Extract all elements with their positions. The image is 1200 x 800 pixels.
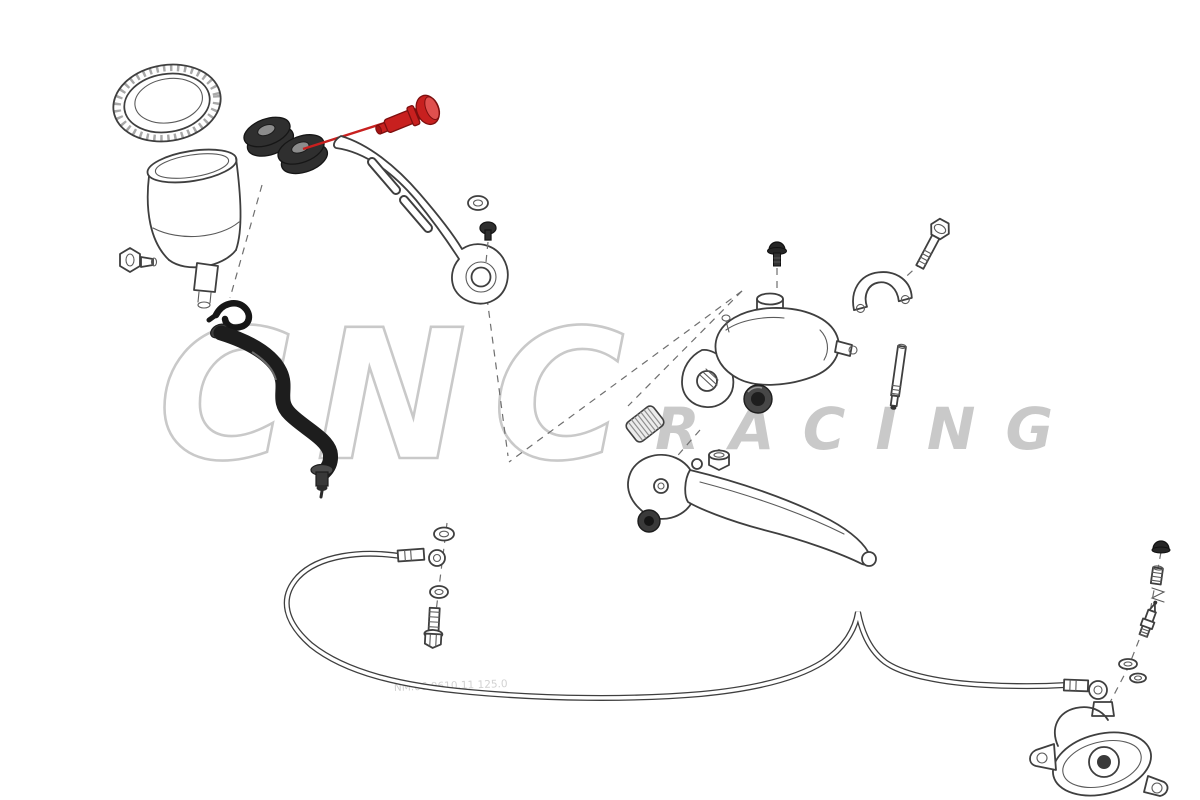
hose-clip	[206, 300, 253, 331]
hex-fitting	[119, 247, 158, 273]
lever-tip-ball	[861, 551, 877, 567]
bleed-valve-stack	[1118, 540, 1171, 684]
hex-nut	[708, 449, 730, 471]
bleed-cap	[1151, 540, 1171, 554]
quick-release-fitting-highlighted	[375, 94, 441, 135]
piston-bore	[743, 384, 773, 414]
master-cylinder-body	[681, 292, 858, 414]
pushrod	[889, 343, 907, 410]
rubber-spacers	[243, 116, 329, 175]
bracket-grommet	[467, 195, 497, 263]
clamp-bolt	[915, 217, 950, 270]
hose-start-banjo-eye	[428, 549, 446, 567]
slave-cylinder	[1029, 701, 1169, 797]
hose-end-fitting	[310, 463, 334, 499]
mounting-bracket	[333, 135, 509, 305]
main-hose	[283, 526, 1108, 701]
reservoir-hose	[210, 323, 338, 499]
lever-adjuster	[691, 458, 703, 470]
banjo-bolt	[423, 606, 444, 649]
reservoir-outlet	[193, 262, 219, 309]
fluid-reservoir	[119, 148, 253, 331]
bleed-nipple	[1138, 600, 1158, 638]
boot-spacer	[625, 405, 665, 443]
watermark-brand-outline: CNC	[158, 292, 651, 501]
reservoir-cap	[112, 63, 222, 143]
hose-start-fitting	[396, 547, 426, 563]
banjo-washers	[429, 526, 455, 599]
clutch-lever	[627, 453, 877, 567]
bleed-valve	[1149, 565, 1164, 586]
handlebar-clamp	[852, 271, 913, 313]
spacer-2	[277, 134, 329, 175]
hose-end-banjo	[1062, 678, 1108, 700]
dome-screw	[767, 241, 787, 267]
bleed-washers	[1118, 658, 1147, 684]
